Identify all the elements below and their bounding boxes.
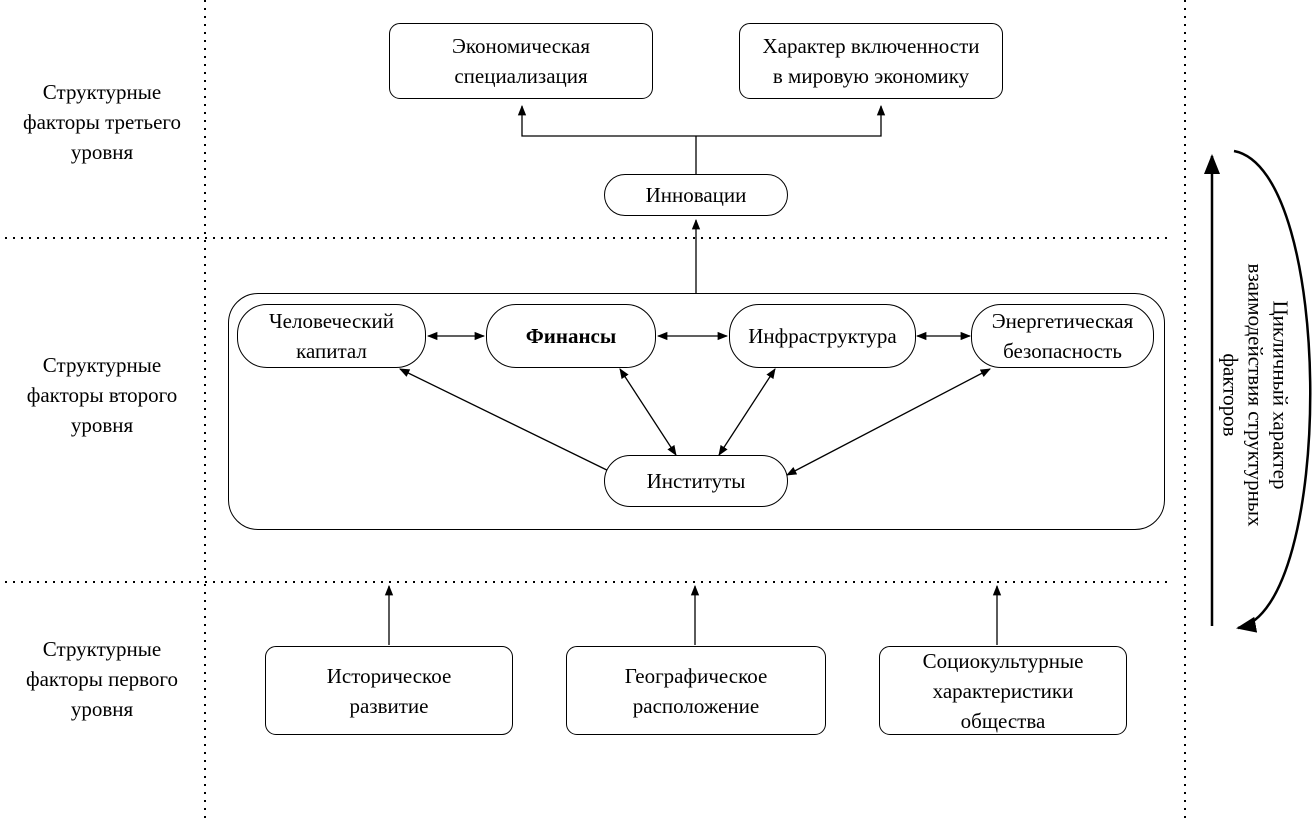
cycle-description-label: Цикличный характер взаимодействия структ…: [1218, 263, 1293, 527]
cycle-curved-arrow: [1233, 149, 1312, 633]
node-economic-specialization: Экономическая специализация: [389, 23, 653, 99]
node-sociocultural-characteristics: Социокультурные характеристики общества: [879, 646, 1127, 735]
level-label-first: Структурные факторы первого уровня: [25, 637, 179, 721]
level-label-second: Структурные факторы второго уровня: [26, 353, 178, 437]
node-geographical-location: Географическое расположение: [566, 646, 826, 735]
node-infrastructure: Инфраструктура: [729, 304, 916, 368]
node-human-capital: Человеческий капитал: [237, 304, 426, 368]
node-institutions: Институты: [604, 455, 788, 507]
level-label-third: Структурные факторы третьего уровня: [22, 80, 182, 164]
node-historical-development: Историческое развитие: [265, 646, 513, 735]
branch-to-world-econ: [696, 104, 886, 137]
arrow-finance-institutions: [619, 368, 677, 456]
arrow-human-institutions: [399, 368, 618, 476]
branch-to-econ-spec: [517, 104, 696, 137]
node-finance: Финансы: [486, 304, 656, 368]
node-world-economy-integration: Характер включенности в мировую экономик…: [739, 23, 1003, 99]
second-level-group-frame: [228, 293, 1165, 530]
arrow-infra-institutions: [718, 368, 776, 456]
arrow-energy-institutions: [786, 368, 991, 476]
node-energy-security: Энергетическая безопасность: [971, 304, 1154, 368]
node-innovations: Инновации: [604, 174, 788, 216]
